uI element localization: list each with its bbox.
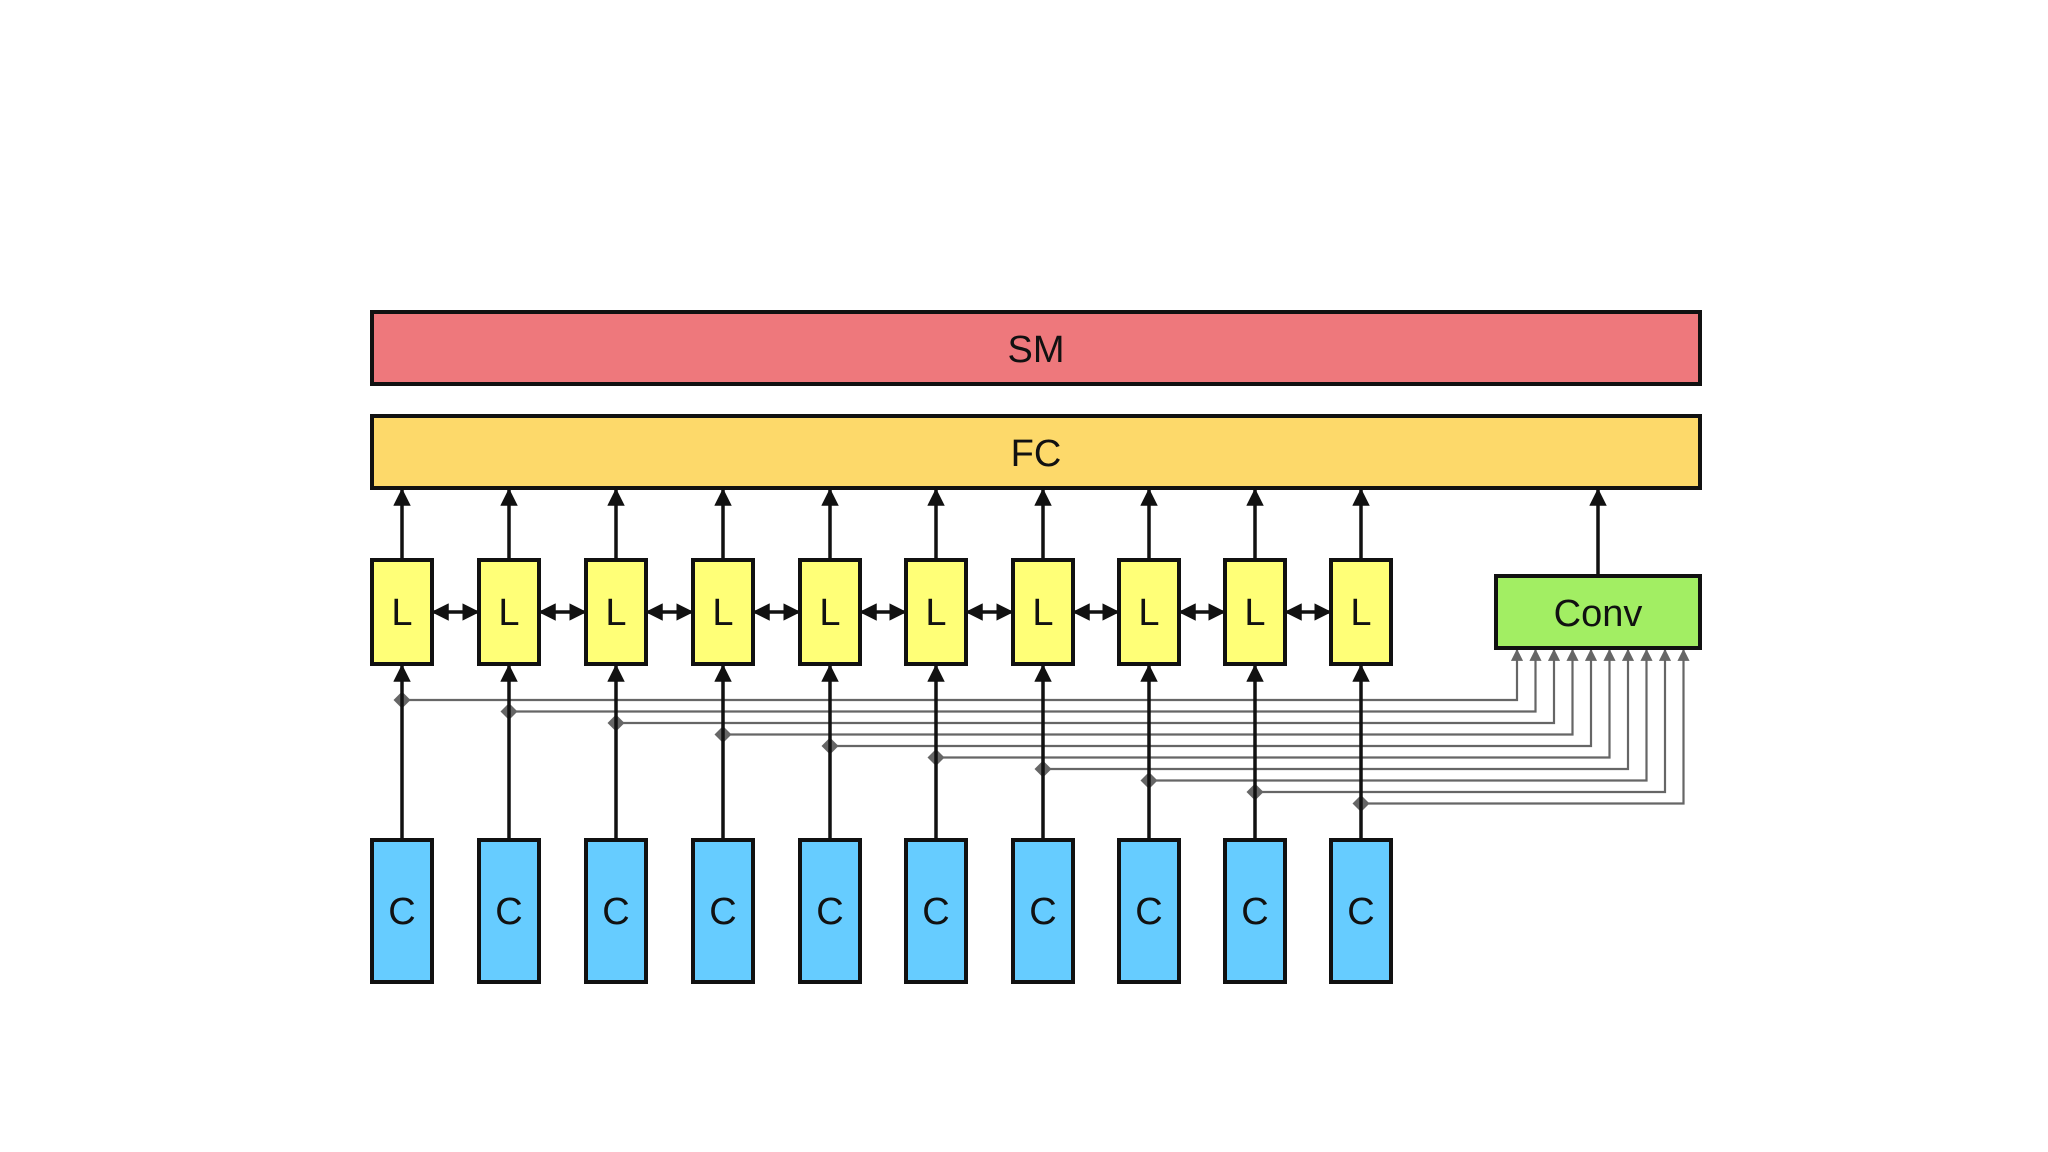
fully-connected-box	[370, 414, 1702, 490]
softmax-block: SM	[370, 310, 1702, 386]
char-input-label: C	[388, 891, 415, 933]
char-input: C	[477, 838, 541, 984]
char-input-box	[798, 838, 862, 984]
char-input-box	[584, 838, 648, 984]
lstm-cell: L	[798, 558, 862, 666]
lstm-cell-box	[370, 558, 434, 666]
char-input: C	[1117, 838, 1181, 984]
conv-label: Conv	[1554, 593, 1643, 635]
lstm-cell: L	[1329, 558, 1393, 666]
skip-line	[402, 648, 1524, 702]
lstm-cell-box	[904, 558, 968, 666]
lstm-cell-box	[1223, 558, 1287, 666]
lstm-cell-box	[1011, 558, 1075, 666]
char-input-box	[1117, 838, 1181, 984]
skip-line	[1149, 648, 1653, 782]
skip-line	[1361, 648, 1690, 805]
skip-line	[1255, 648, 1672, 794]
skip-connections	[393, 648, 1690, 812]
char-input-box	[691, 838, 755, 984]
char-input-box	[1011, 838, 1075, 984]
lstm-cell-box	[1117, 558, 1181, 666]
char-input-label: C	[816, 891, 843, 933]
lstm-cell-label: L	[819, 592, 840, 634]
lstm-cell: L	[477, 558, 541, 666]
char-input: C	[370, 838, 434, 984]
lstm-cell-box	[691, 558, 755, 666]
char-input-box	[370, 838, 434, 984]
lstm-cell-label: L	[605, 592, 626, 634]
lstm-cell-box	[1329, 558, 1393, 666]
char-input-box	[1329, 838, 1393, 984]
char-input-label: C	[1241, 891, 1268, 933]
char-input: C	[691, 838, 755, 984]
lstm-cell-label: L	[1244, 592, 1265, 634]
lstm-cell: L	[1117, 558, 1181, 666]
lstm-cell: L	[691, 558, 755, 666]
lstm-cell: L	[1011, 558, 1075, 666]
char-input: C	[584, 838, 648, 984]
fully-connected-label: FC	[1011, 433, 1062, 475]
lstm-cell-label: L	[1350, 592, 1371, 634]
lstm-cell-label: L	[925, 592, 946, 634]
char-input-label: C	[709, 891, 736, 933]
char-input-box	[904, 838, 968, 984]
lstm-cell: L	[1223, 558, 1287, 666]
lstm-cell: L	[584, 558, 648, 666]
char-input: C	[1011, 838, 1075, 984]
skip-line	[723, 648, 1579, 736]
lstm-cell: L	[370, 558, 434, 666]
char-input-box	[1223, 838, 1287, 984]
char-input-label: C	[1347, 891, 1374, 933]
char-input: C	[1223, 838, 1287, 984]
lstm-cell-label: L	[712, 592, 733, 634]
char-input-box	[477, 838, 541, 984]
arrows	[393, 488, 1607, 840]
char-input: C	[1329, 838, 1393, 984]
char-input: C	[798, 838, 862, 984]
lstm-cell-box	[584, 558, 648, 666]
char-input-label: C	[495, 891, 522, 933]
lstm-cell: L	[904, 558, 968, 666]
lstm-cell-label: L	[1032, 592, 1053, 634]
skip-line	[936, 648, 1616, 759]
char-input-label: C	[922, 891, 949, 933]
lstm-cell-box	[798, 558, 862, 666]
skip-line	[830, 648, 1598, 748]
char-input-label: C	[1029, 891, 1056, 933]
lstm-cell-label: L	[391, 592, 412, 634]
lstm-cell-label: L	[1138, 592, 1159, 634]
lstm-cell-label: L	[498, 592, 519, 634]
softmax-label: SM	[1008, 329, 1065, 371]
lstm-cell-box	[477, 558, 541, 666]
char-input: C	[904, 838, 968, 984]
conv-box	[1494, 574, 1702, 650]
skip-line	[616, 648, 1561, 725]
fully-connected-block: FC	[370, 414, 1702, 490]
skip-line	[509, 648, 1542, 713]
softmax-box	[370, 310, 1702, 386]
skip-line	[1043, 648, 1635, 771]
char-input-label: C	[1135, 891, 1162, 933]
char-input-label: C	[602, 891, 629, 933]
conv-block: Conv	[1494, 574, 1702, 650]
